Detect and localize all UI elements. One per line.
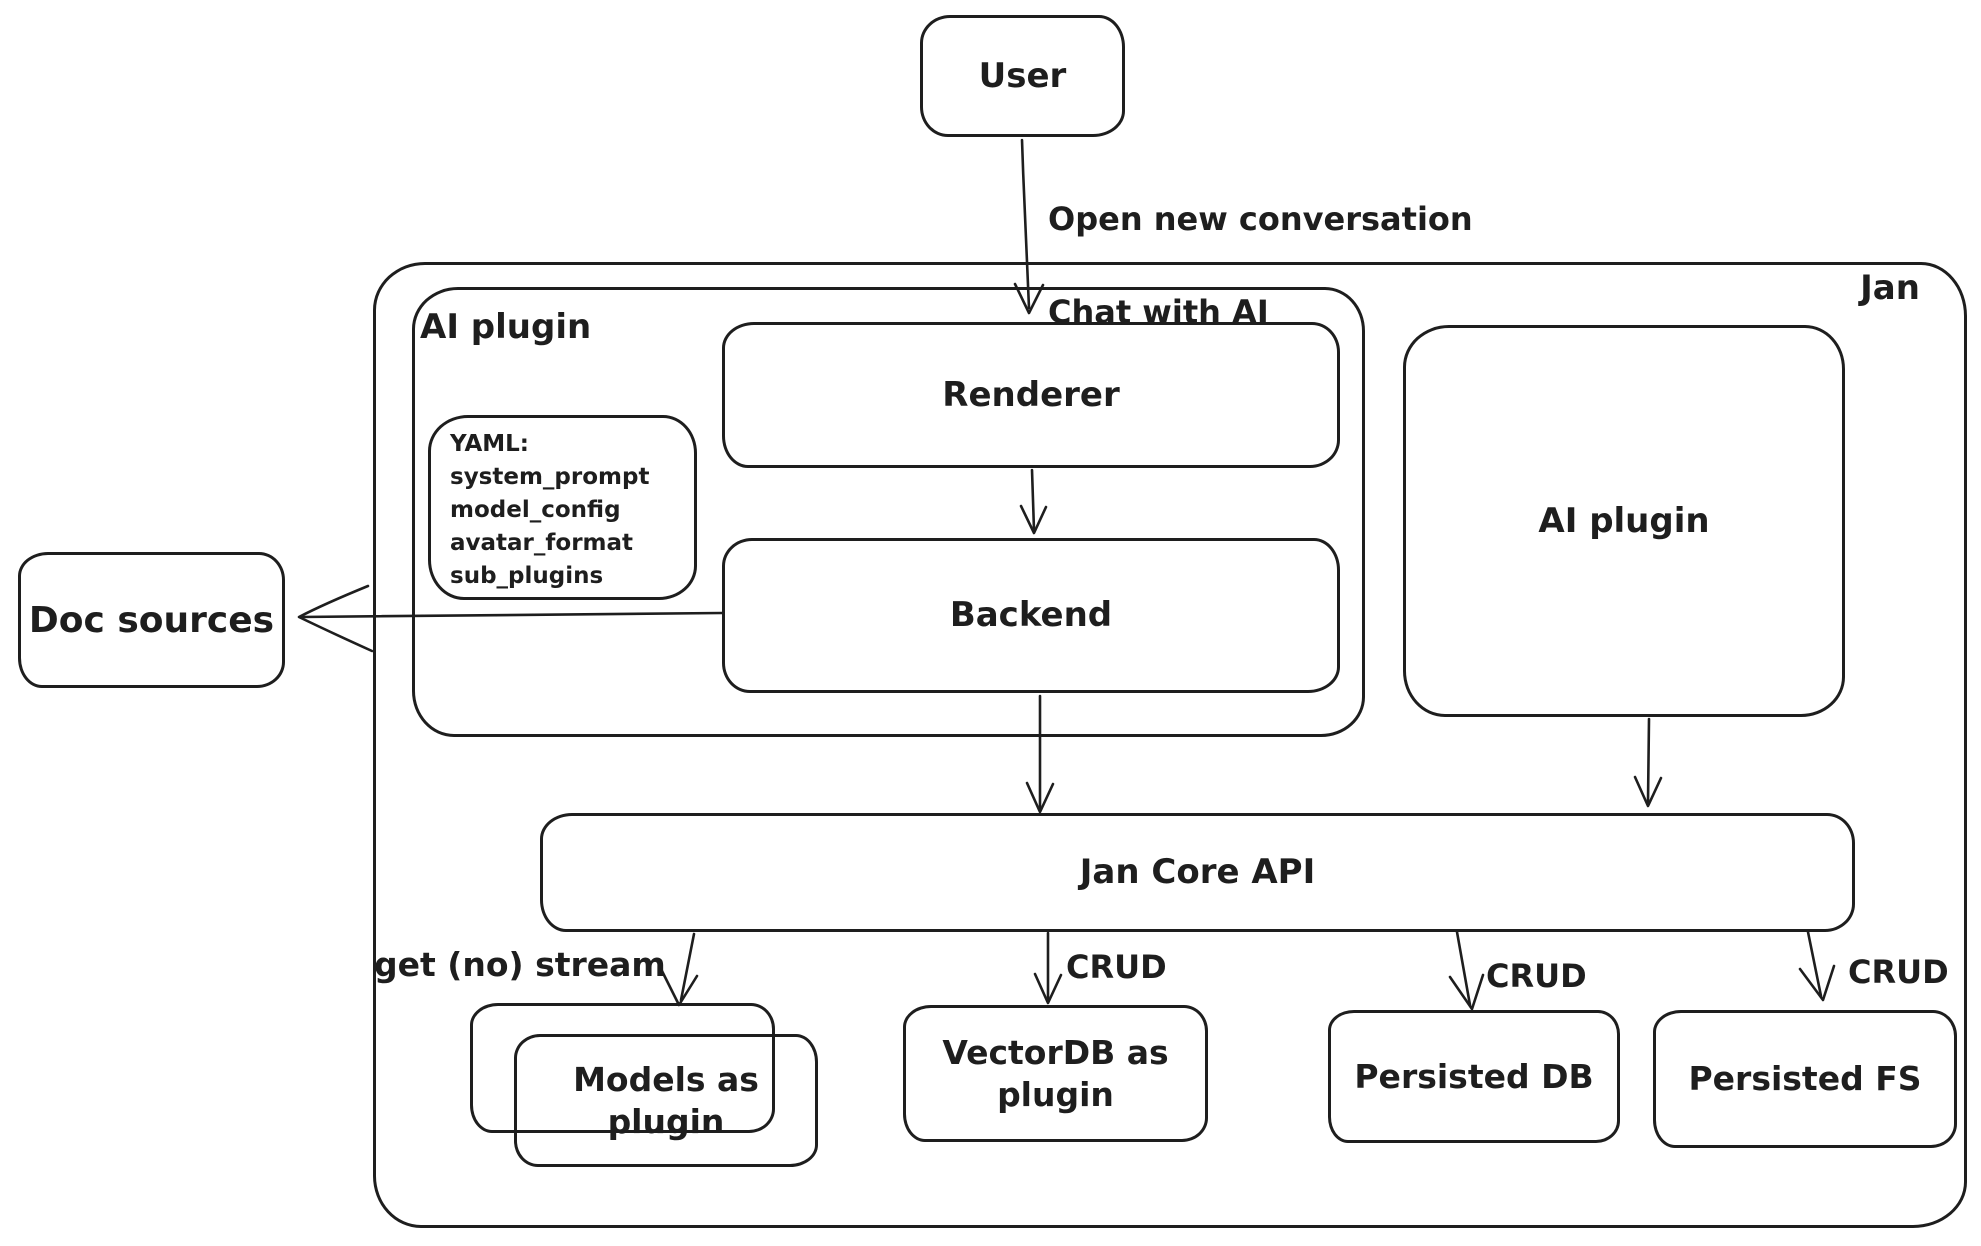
ai-plugin-group-box: [412, 287, 1365, 737]
jan-container-label: Jan: [1860, 267, 1920, 308]
arrow-backend-to-core-api: [1025, 694, 1055, 814]
yaml-note-line: sub_plugins: [450, 563, 604, 589]
yaml-note-heading: YAML:: [450, 431, 529, 457]
get-no-stream-edge-label: get (no) stream: [374, 945, 666, 984]
yaml-note-line: system_prompt: [450, 464, 650, 490]
persisted-fs-node-box: [1653, 1010, 1957, 1148]
persisted-db-node-box: [1328, 1010, 1620, 1143]
vectordb-plugin-label: VectorDB as plugin: [942, 1033, 1169, 1114]
crud-edge-label-vectordb: CRUD: [1066, 948, 1167, 986]
arrow-core-api-to-persisted-db: [1448, 930, 1485, 1011]
ai-plugin-right-label: AI plugin: [1538, 500, 1710, 541]
models-plugin-back-box: [470, 1003, 775, 1133]
yaml-note-line: model_config: [450, 497, 621, 523]
persisted-fs-node-label: Persisted FS: [1688, 1059, 1922, 1099]
yaml-note: YAML: system_prompt model_config avatar_…: [450, 428, 649, 593]
user-edge-label-line1: Open new conversation: [1048, 200, 1473, 239]
arrow-renderer-to-backend: [1019, 468, 1048, 535]
jan-core-api-node-box: [540, 813, 1855, 932]
vectordb-plugin-node-box: [903, 1005, 1208, 1142]
crud-edge-label-persisted-db: CRUD: [1486, 957, 1587, 995]
arrow-user-to-renderer: [1013, 138, 1045, 315]
arrow-plugin-right-to-core-api: [1633, 717, 1663, 808]
models-plugin-front-box: [514, 1034, 818, 1167]
user-edge-label: Open new conversation Chat with AI: [1048, 150, 1473, 382]
renderer-node-label: Renderer: [942, 374, 1120, 415]
arrow-core-api-to-persisted-fs: [1798, 930, 1836, 1002]
yaml-note-box: [428, 415, 697, 600]
user-node-box: [920, 15, 1125, 137]
jan-core-api-node-label: Jan Core API: [1079, 852, 1316, 893]
models-plugin-label: Models as plugin: [573, 1060, 759, 1141]
ai-plugin-group-label: AI plugin: [420, 307, 592, 347]
yaml-note-line: avatar_format: [450, 530, 634, 556]
arrow-backend-to-doc-sources: [297, 584, 724, 653]
backend-node-box: [722, 538, 1340, 693]
jan-container-box: [373, 262, 1967, 1228]
doc-sources-node-label: Doc sources: [28, 599, 275, 641]
backend-node-label: Backend: [949, 595, 1113, 636]
crud-edge-label-persisted-fs: CRUD: [1848, 953, 1949, 991]
user-edge-label-line2: Chat with AI: [1048, 293, 1269, 332]
arrow-core-api-to-vectordb: [1033, 931, 1063, 1005]
renderer-node-box: [722, 322, 1340, 468]
user-node-label: User: [978, 55, 1067, 96]
doc-sources-node-box: [18, 552, 285, 688]
ai-plugin-right-node-box: [1403, 325, 1845, 717]
persisted-db-node-label: Persisted DB: [1354, 1056, 1594, 1096]
